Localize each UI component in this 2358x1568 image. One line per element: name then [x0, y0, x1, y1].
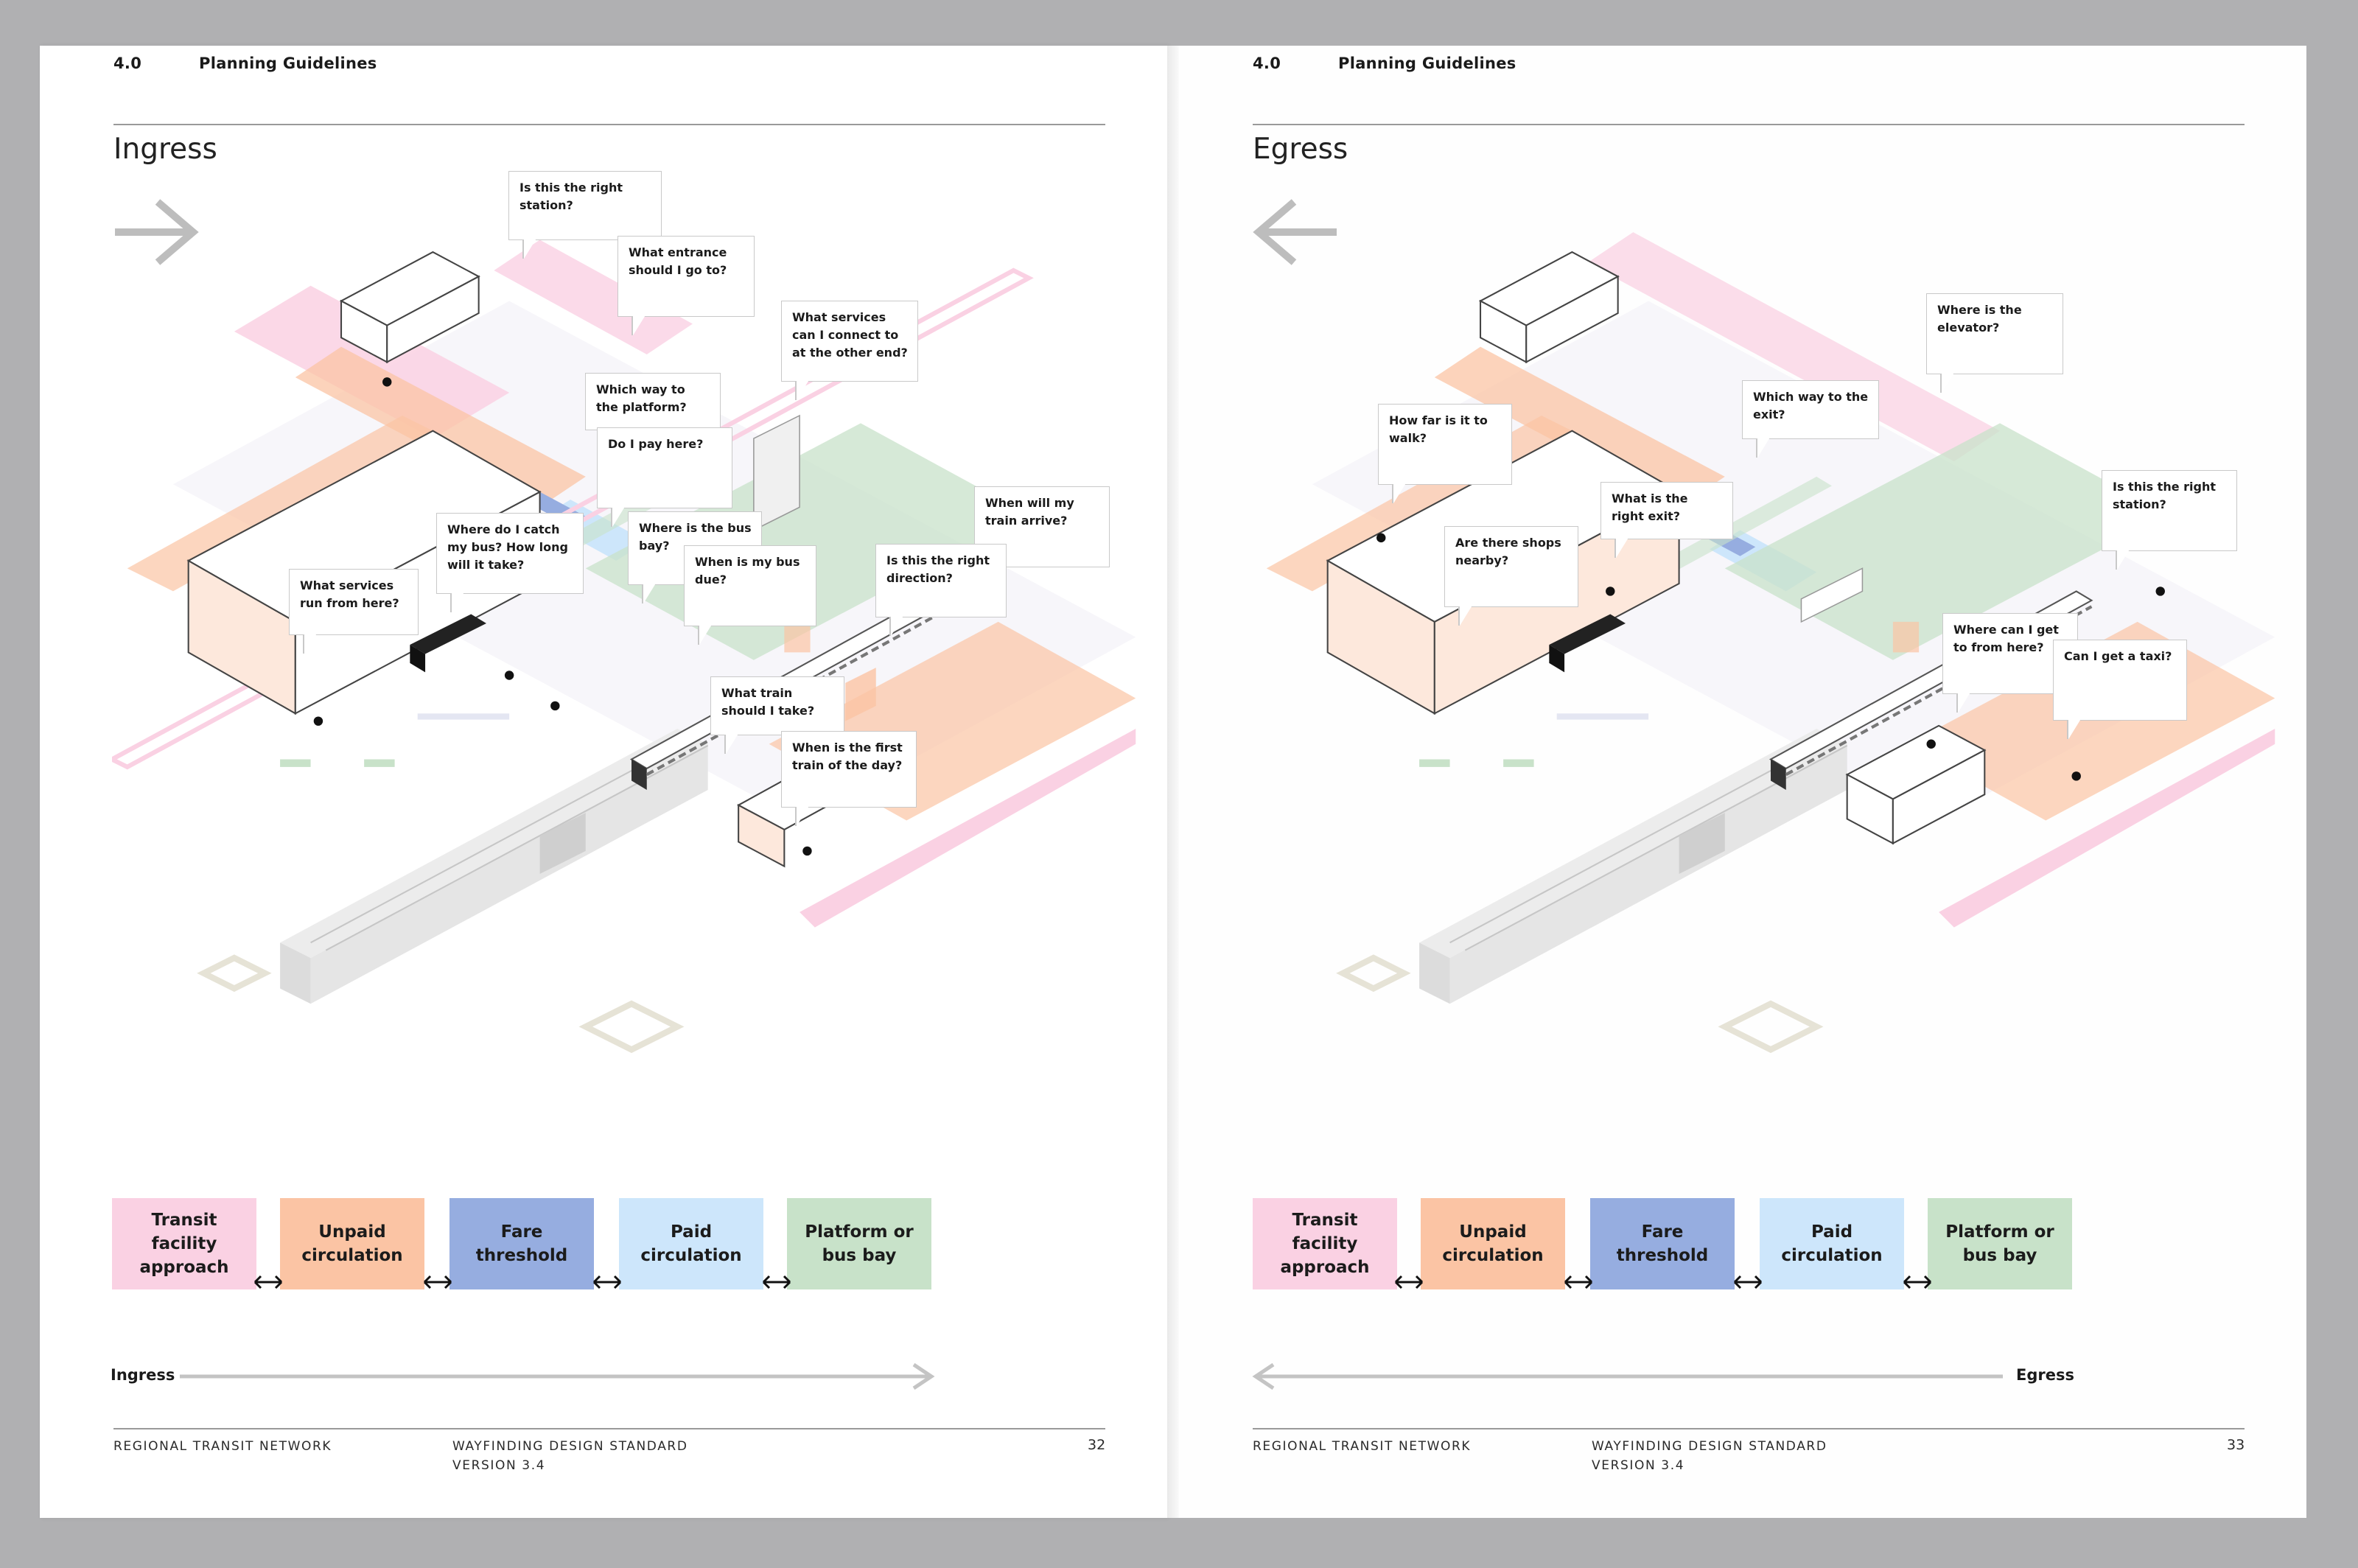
footer-doc-title: WAYFINDING DESIGN STANDARD: [1592, 1439, 1827, 1454]
legend-platform: Platform or bus bay: [787, 1198, 931, 1289]
legend-platform: Platform or bus bay: [1928, 1198, 2072, 1289]
footer-doc: WAYFINDING DESIGN STANDARD VERSION 3.4: [452, 1437, 688, 1475]
flow-label: Ingress: [111, 1366, 175, 1384]
double-arrow-icon: [1564, 1275, 1593, 1289]
speech-bubble: What train should I take?: [710, 676, 844, 754]
speech-bubble: What entrance should I go to?: [618, 236, 755, 335]
footer-rule: [113, 1428, 1105, 1429]
page-number: 33: [2227, 1437, 2245, 1453]
flow-left-arrow-icon: [1252, 1362, 2003, 1390]
speech-bubble: Which way to the platform?: [585, 373, 721, 449]
right-arrow-icon: [115, 199, 199, 265]
speech-bubble: Is this the right station?: [508, 171, 662, 259]
ingress-station-diagram: [112, 239, 1136, 1054]
speech-bubble: Can I get a taxi?: [2053, 640, 2187, 739]
footer-org: REGIONAL TRANSIT NETWORK: [1253, 1439, 1472, 1454]
section-title: Planning Guidelines: [1338, 55, 1516, 72]
footer-rule: [1253, 1428, 2245, 1429]
footer-doc: WAYFINDING DESIGN STANDARD VERSION 3.4: [1592, 1437, 1827, 1475]
legend-fare-threshold: Fare threshold: [449, 1198, 594, 1289]
speech-bubble: When is the first train of the day?: [781, 731, 917, 826]
left-arrow-icon: [1253, 199, 1337, 265]
speech-bubble: What services run from here?: [289, 569, 419, 654]
underpass: [539, 813, 586, 875]
elevator: [753, 414, 800, 531]
legend-approach: Transit facility approach: [1253, 1198, 1397, 1289]
approach-zone: [1587, 232, 2001, 462]
legend-paid: Paid circulation: [619, 1198, 763, 1289]
double-arrow-icon: [1733, 1275, 1763, 1289]
double-arrow-icon: [253, 1275, 283, 1289]
speech-bubble: Where is the elevator?: [1926, 293, 2063, 393]
unpaid-zone: [127, 415, 449, 592]
header-rule: [1253, 124, 2245, 125]
footer-doc-title: WAYFINDING DESIGN STANDARD: [452, 1439, 688, 1454]
legend-unpaid: Unpaid circulation: [1421, 1198, 1565, 1289]
speech-bubble: Are there shops nearby?: [1444, 526, 1578, 626]
flow-label: Egress: [2016, 1366, 2074, 1384]
double-arrow-icon: [423, 1275, 452, 1289]
double-arrow-icon: [1394, 1275, 1424, 1289]
header-rule: [113, 124, 1105, 125]
unpaid-zone: [295, 346, 586, 508]
page-heading: Ingress: [113, 133, 217, 166]
approach-zone: [1939, 729, 2275, 928]
bus: [1549, 614, 1626, 654]
section-number: 4.0: [1253, 55, 1281, 72]
speech-bubble: How far is it to walk?: [1378, 404, 1512, 503]
rail-viaduct: [1419, 729, 1847, 959]
speech-bubble: When is my bus due?: [684, 545, 816, 645]
speech-bubble: What is the right exit?: [1600, 482, 1733, 558]
speech-bubble: Is this the right station?: [2102, 470, 2237, 570]
unpaid-zone: [1434, 346, 1725, 508]
page-heading: Egress: [1253, 133, 1348, 166]
legend-unpaid: Unpaid circulation: [280, 1198, 424, 1289]
underpass: [1679, 813, 1725, 875]
double-arrow-icon: [592, 1275, 622, 1289]
footer-doc-version: VERSION 3.4: [452, 1458, 546, 1473]
double-arrow-icon: [1903, 1275, 1932, 1289]
legend-paid: Paid circulation: [1760, 1198, 1904, 1289]
legend-fare-threshold: Fare threshold: [1590, 1198, 1735, 1289]
footer-org: REGIONAL TRANSIT NETWORK: [113, 1439, 332, 1454]
book-spine: [1167, 46, 1179, 1518]
section-title: Planning Guidelines: [199, 55, 377, 72]
speech-bubble: What services can I connect to at the ot…: [781, 301, 918, 400]
speech-bubble: When will my train arrive?: [974, 486, 1110, 586]
rail-viaduct: [280, 729, 708, 959]
speech-bubble: Where do I catch my bus? How long will i…: [436, 513, 584, 612]
page-number: 32: [1088, 1437, 1106, 1453]
approach-zone: [800, 729, 1136, 928]
speech-bubble: Is this the right direction?: [875, 544, 1007, 636]
bus: [410, 614, 487, 654]
legend-approach: Transit facility approach: [112, 1198, 256, 1289]
double-arrow-icon: [762, 1275, 791, 1289]
speech-bubble: Which way to the exit?: [1742, 380, 1879, 458]
section-number: 4.0: [113, 55, 142, 72]
speech-bubble: Do I pay here?: [597, 427, 732, 527]
footer-doc-version: VERSION 3.4: [1592, 1458, 1685, 1473]
flow-right-arrow-icon: [180, 1362, 935, 1390]
